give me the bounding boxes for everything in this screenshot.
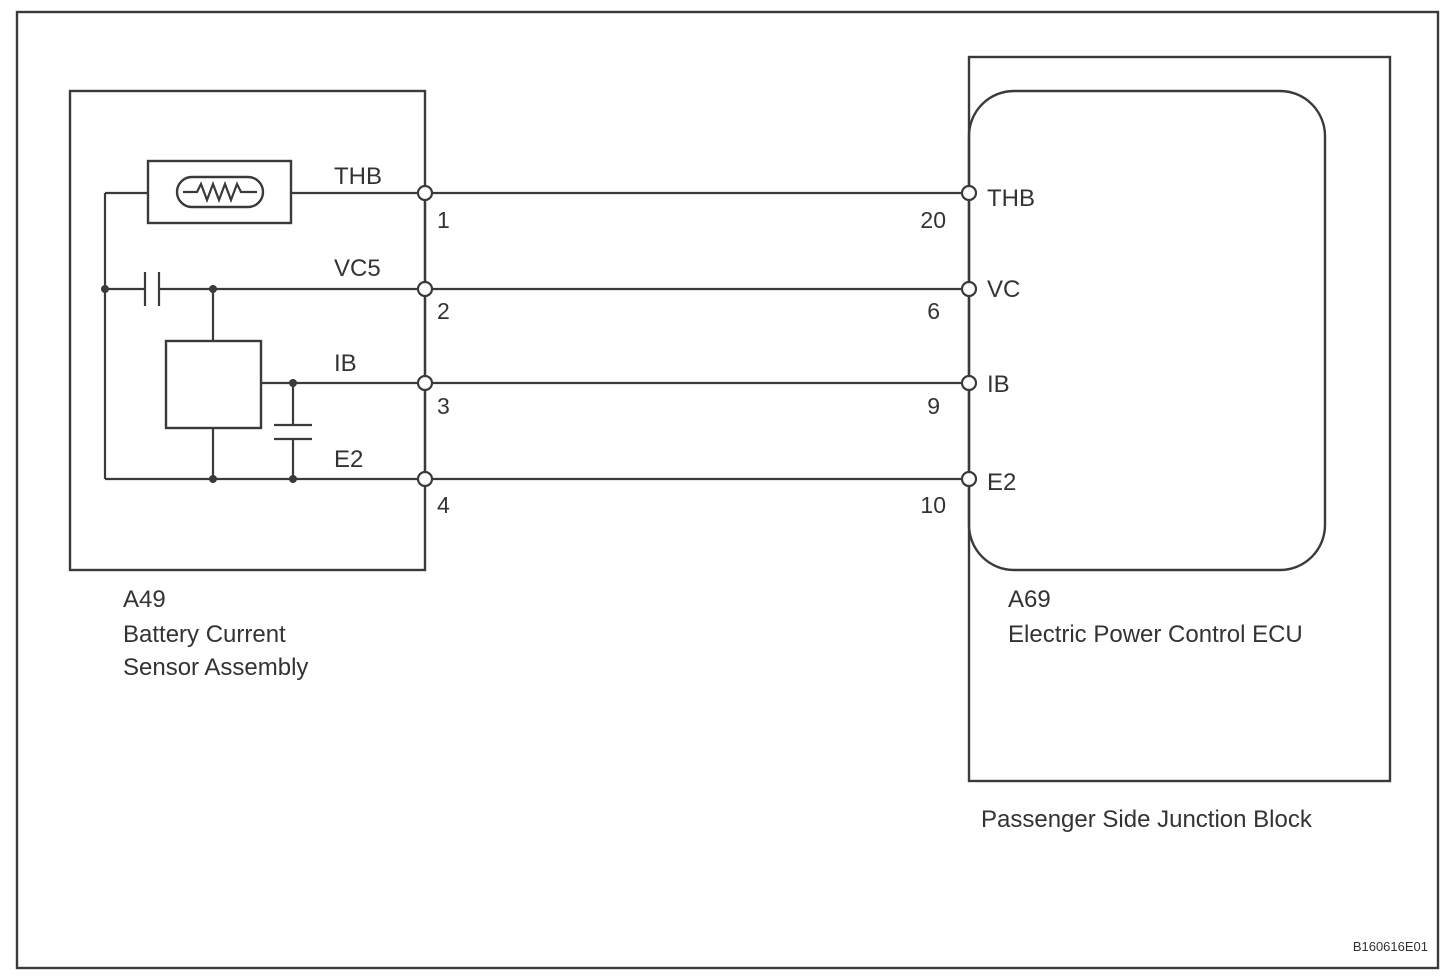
ecu-pin-20: 20 xyxy=(920,207,946,233)
diagram-frame xyxy=(15,10,1440,970)
junction-dot xyxy=(101,285,109,293)
sensor-ic-box xyxy=(164,339,263,430)
ecu-pin-9: 9 xyxy=(927,393,940,419)
sensor-name-line1: Battery Current xyxy=(123,621,286,648)
junction-dot xyxy=(209,475,217,483)
thermistor-box xyxy=(146,159,293,225)
ecu-pin-6: 6 xyxy=(927,298,940,324)
sensor-terminal-1 xyxy=(416,184,434,202)
sensor-terminal-4 xyxy=(416,470,434,488)
sensor-pin-4: 4 xyxy=(437,492,450,518)
sensor-code: A49 xyxy=(123,586,166,613)
sensor-pin-2: 2 xyxy=(437,298,450,324)
ecu-terminal-20 xyxy=(960,184,978,202)
sensor-pin-1: 1 xyxy=(437,207,450,233)
sensor-name-line2: Sensor Assembly xyxy=(123,654,308,681)
junction-dot xyxy=(289,475,297,483)
sensor-terminal-3 xyxy=(416,374,434,392)
ecu-signal-ib: IB xyxy=(987,371,1010,398)
sensor-signal-thb: THB xyxy=(334,163,382,190)
thermistor-zigzag xyxy=(183,180,257,204)
ecu-signal-thb: THB xyxy=(987,185,1035,212)
thermistor-element xyxy=(175,175,265,209)
ecu-pin-10: 10 xyxy=(920,492,946,518)
sensor-pin-3: 3 xyxy=(437,393,450,419)
junction-block-box xyxy=(967,55,1392,783)
ecu-box xyxy=(967,89,1327,572)
ecu-terminal-9 xyxy=(960,374,978,392)
ecu-terminal-6 xyxy=(960,280,978,298)
ecu-terminal-10 xyxy=(960,470,978,488)
ecu-code: A69 xyxy=(1008,586,1051,613)
ecu-signal-vc: VC xyxy=(987,276,1020,303)
junction-dot xyxy=(289,379,297,387)
figure-code: B160616E01 xyxy=(1353,939,1428,954)
sensor-terminal-2 xyxy=(416,280,434,298)
sensor-signal-ib: IB xyxy=(334,350,357,377)
sensor-signal-vc5: VC5 xyxy=(334,255,381,282)
ecu-signal-e2: E2 xyxy=(987,469,1016,496)
sensor-signal-e2: E2 xyxy=(334,446,363,473)
ecu-name: Electric Power Control ECU xyxy=(1008,621,1303,648)
junction-block-label: Passenger Side Junction Block xyxy=(981,806,1313,833)
